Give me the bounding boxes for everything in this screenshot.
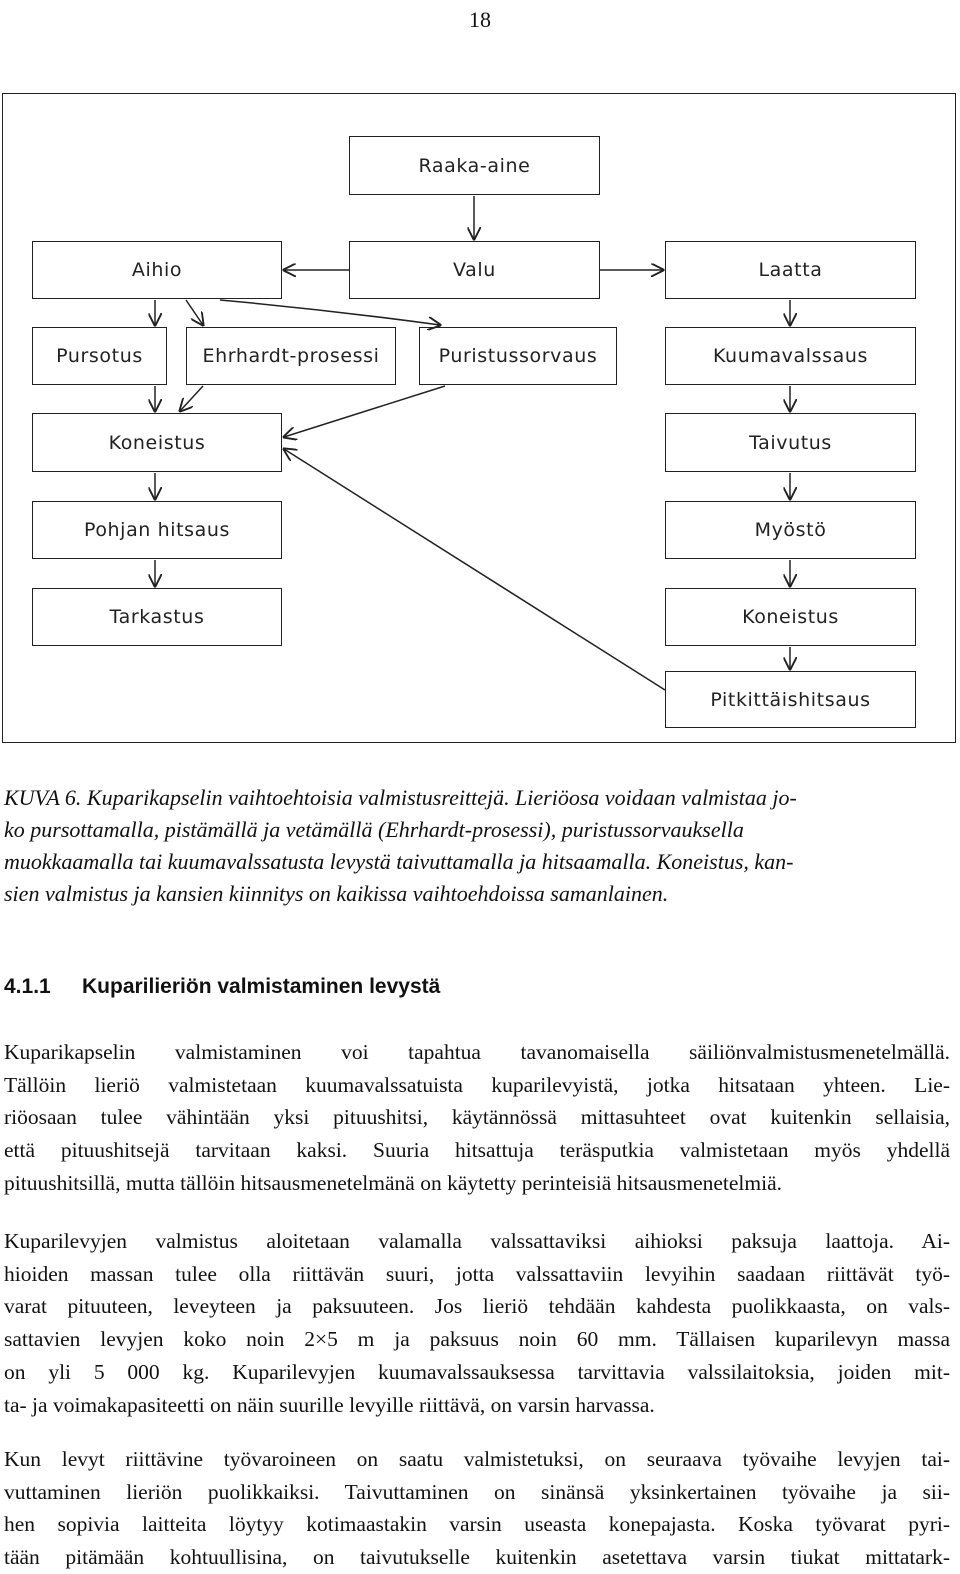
p2-line-6: ta- ja voimakapasiteetti on näin suurill…: [4, 1392, 655, 1417]
arrow-billet-to-ehrhardt: [185, 299, 203, 325]
caption-line-4: sien valmistus ja kansien kiinnitys on k…: [4, 881, 669, 906]
arrow-ehrhardt-to-machining: [180, 385, 204, 411]
box-longitudinal-welding: Pitkittäishitsaus: [665, 671, 916, 728]
section-number: 4.1.1: [4, 975, 51, 998]
page-number: 18: [469, 7, 491, 32]
flowchart-arrows: [0, 196, 960, 691]
arrow-press-to-machining: [284, 385, 446, 437]
p2-line-5: on yli 5 000 kg. Kuparilevyjen kuumavals…: [4, 1359, 950, 1384]
box-ehrhardt: Ehrhardt-prosessi: [186, 327, 396, 385]
box-extrusion: Pursotus: [32, 327, 167, 385]
p3-line-4: tään pitämään kohtuullisina, on taivutuk…: [4, 1545, 950, 1570]
box-casting: Valu: [349, 241, 600, 299]
caption-line-3: muokkaamalla tai kuumavalssatusta levyst…: [4, 849, 794, 874]
p1-line-5: pituushitsillä, mutta tällöin hitsausmen…: [4, 1170, 783, 1195]
figure-caption: KUVA 6. Kuparikapselin vaihtoehtoisia va…: [4, 782, 952, 910]
box-bottom-welding: Pohjan hitsaus: [32, 501, 282, 559]
box-bending: Taivutus: [665, 413, 916, 472]
p2-line-2: hioiden massan tulee olla riittävän suur…: [4, 1261, 950, 1286]
paragraph-1: Kuparikapselin valmistaminen voi tapahtu…: [4, 1036, 950, 1200]
p2-line-3: varat pituuteen, leveyteen ja paksuuteen…: [4, 1294, 950, 1319]
box-hot-rolling: Kuumavalssaus: [665, 327, 916, 385]
arrow-welding-to-machining: [284, 449, 666, 691]
p1-line-1: Kuparikapselin valmistaminen voi tapahtu…: [4, 1040, 950, 1064]
box-press-forming: Puristussorvaus: [419, 327, 617, 385]
p2-line-4: sattavien levyjen koko noin 2×5 m ja pak…: [4, 1327, 950, 1352]
section-title: Kuparilieriön valmistaminen levystä: [82, 975, 441, 998]
box-gap: Myöstö: [665, 501, 916, 559]
figure-frame: [2, 93, 956, 743]
box-billet: Aihio: [32, 241, 282, 299]
arrow-billet-to-press: [219, 299, 440, 325]
box-machining-right: Koneistus: [665, 588, 916, 646]
caption-line-2: ko pursottamalla, pistämällä ja vetämäll…: [4, 817, 744, 842]
p1-line-3: riöosaan tulee vähintään yksi pituushits…: [4, 1105, 950, 1130]
p2-line-1: Kuparilevyjen valmistus aloitetaan valam…: [4, 1229, 950, 1253]
paragraph-3: Kun levyt riittävine työvaroineen on saa…: [4, 1443, 950, 1574]
box-raw-material: Raaka-aine: [349, 136, 600, 195]
p3-line-1: Kun levyt riittävine työvaroineen on saa…: [4, 1447, 950, 1471]
caption-label: KUVA 6.: [4, 785, 82, 810]
p3-line-2: vuttaminen lieriön puolikkaiksi. Taivutt…: [4, 1479, 950, 1504]
section-heading: 4.1.1 Kuparilieriön valmistaminen levystä: [4, 972, 440, 1002]
p3-line-3: hen sopivia laitteita löytyy kotimaastak…: [4, 1512, 950, 1537]
paragraph-2: Kuparilevyjen valmistus aloitetaan valam…: [4, 1225, 950, 1421]
p1-line-2: Tällöin lieriö valmistetaan kuumavalssat…: [4, 1072, 950, 1097]
caption-text-1: Kuparikapselin vaihtoehtoisia valmistusr…: [86, 785, 797, 810]
p1-line-4: että pituushitsejä tarvitaan kaksi. Suur…: [4, 1138, 950, 1163]
box-machining-left: Koneistus: [32, 413, 282, 472]
caption-line-1: KUVA 6. Kuparikapselin vaihtoehtoisia va…: [4, 782, 952, 814]
box-slab: Laatta: [665, 241, 916, 299]
box-inspection: Tarkastus: [32, 588, 282, 646]
